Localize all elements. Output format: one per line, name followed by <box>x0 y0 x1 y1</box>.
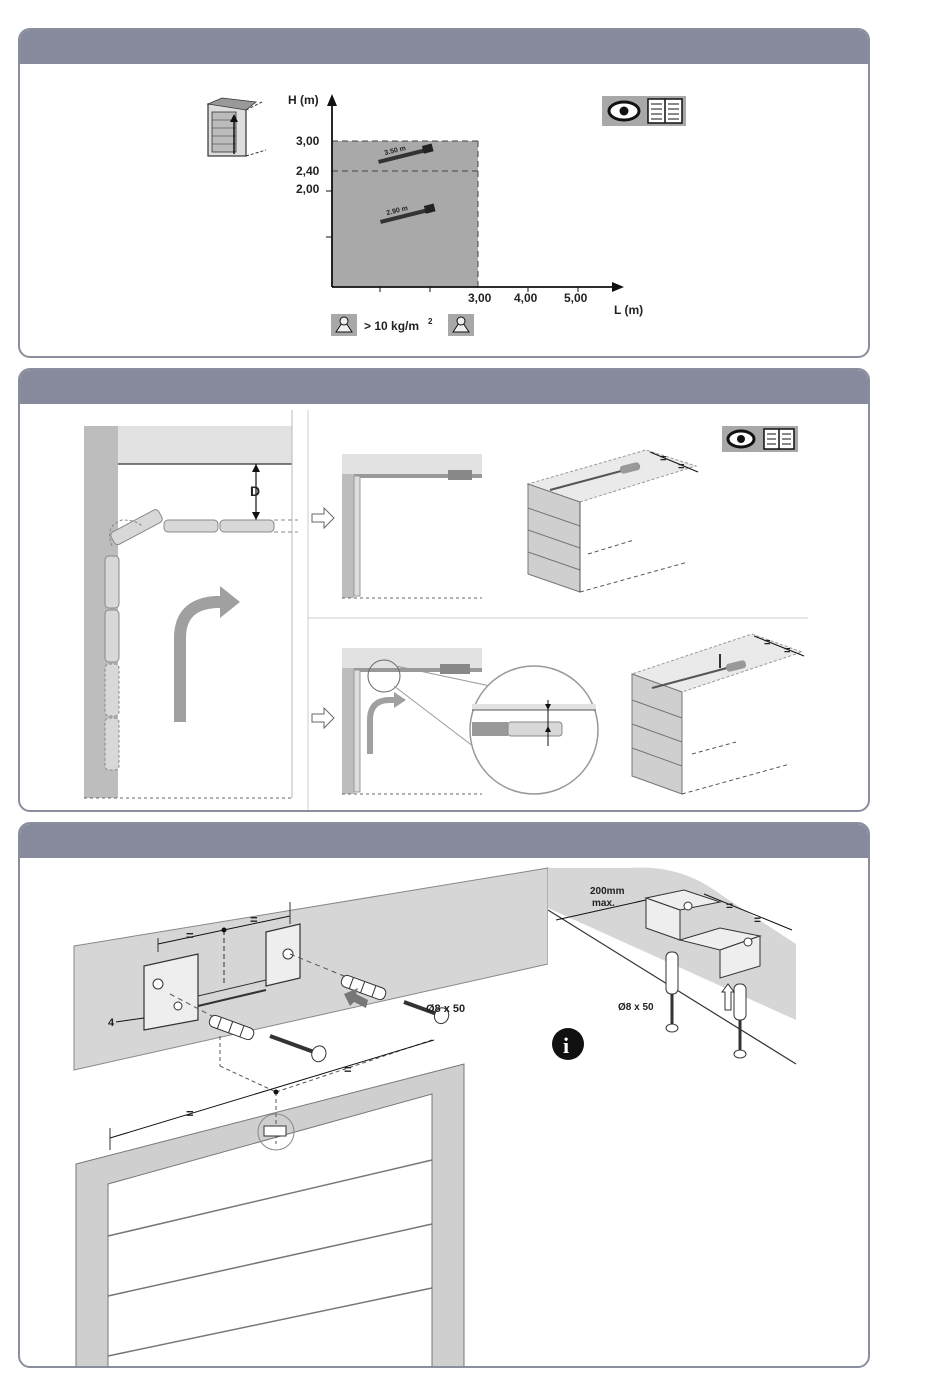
equal-mark: = <box>784 645 790 657</box>
next-step-arrow <box>312 508 334 528</box>
equal-mark: = <box>726 899 733 913</box>
opening-direction-arrow <box>180 602 222 722</box>
next-step-arrow <box>312 708 334 728</box>
panel-rail-position: D <box>18 368 870 812</box>
max-distance-label: 200mm <box>590 886 625 897</box>
y-axis-label: H (m) <box>288 93 319 107</box>
equal-mark: = <box>186 928 194 943</box>
equal-mark: = <box>660 453 666 465</box>
inset-screw-spec: Ø8 x 50 <box>618 1002 654 1013</box>
equal-mark: = <box>250 912 258 927</box>
see-manual-icon <box>602 96 686 126</box>
panel-rail-selection: H (m) 3,00 2,40 2,00 3,00 4,00 5,00 L (m… <box>18 28 870 358</box>
ceiling <box>118 426 292 464</box>
clearance-label: D <box>250 483 260 499</box>
see-manual-icon <box>722 426 798 452</box>
y-tick-label: 2,40 <box>296 164 320 178</box>
equal-mark: = <box>344 1062 352 1077</box>
equal-mark: = <box>678 461 684 473</box>
equal-mark: = <box>754 913 761 927</box>
rail-low-clearance-view <box>342 648 598 794</box>
garage-door-icon <box>208 98 266 156</box>
chart: H (m) 3,00 2,40 2,00 3,00 4,00 5,00 L (m… <box>288 93 643 317</box>
equal-mark: = <box>186 1106 194 1121</box>
weight-note-label: > 10 kg/m <box>364 319 419 333</box>
screw-spec: Ø8 x 50 <box>426 1003 465 1015</box>
info-inset: 200mm max. = = Ø8 x 50 i <box>548 868 796 1064</box>
rail-centered-3d-view: = = <box>528 450 698 592</box>
rail-position-diagram: D <box>20 370 870 812</box>
superscript: 2 <box>428 317 433 326</box>
y-tick-label: 3,00 <box>296 134 320 148</box>
door-clearance-view: D <box>84 410 298 798</box>
book-icon <box>764 429 794 449</box>
max-distance-suffix: max. <box>592 898 615 909</box>
bracket-mounting-diagram: 4 = = Ø8 x 50 <box>20 824 870 1368</box>
x-tick-label: 3,00 <box>468 291 492 305</box>
y-tick-label: 2,00 <box>296 182 320 196</box>
book-icon <box>648 99 682 123</box>
info-icon-glyph: i <box>563 1033 569 1058</box>
rail-selection-diagram: H (m) 3,00 2,40 2,00 3,00 4,00 5,00 L (m… <box>20 30 870 358</box>
panel-bracket-mounting: 4 = = Ø8 x 50 <box>18 822 870 1368</box>
rail-above-door-view <box>342 454 482 598</box>
equal-mark: = <box>764 637 770 649</box>
x-tick-label: 4,00 <box>514 291 538 305</box>
screw <box>267 1028 328 1063</box>
callout-number: 4 <box>108 1017 115 1029</box>
x-axis-label: L (m) <box>614 303 643 317</box>
rail-offset-3d-view: = = <box>632 634 804 794</box>
weight-note: > 10 kg/m 2 <box>331 314 474 336</box>
x-tick-label: 5,00 <box>564 291 588 305</box>
